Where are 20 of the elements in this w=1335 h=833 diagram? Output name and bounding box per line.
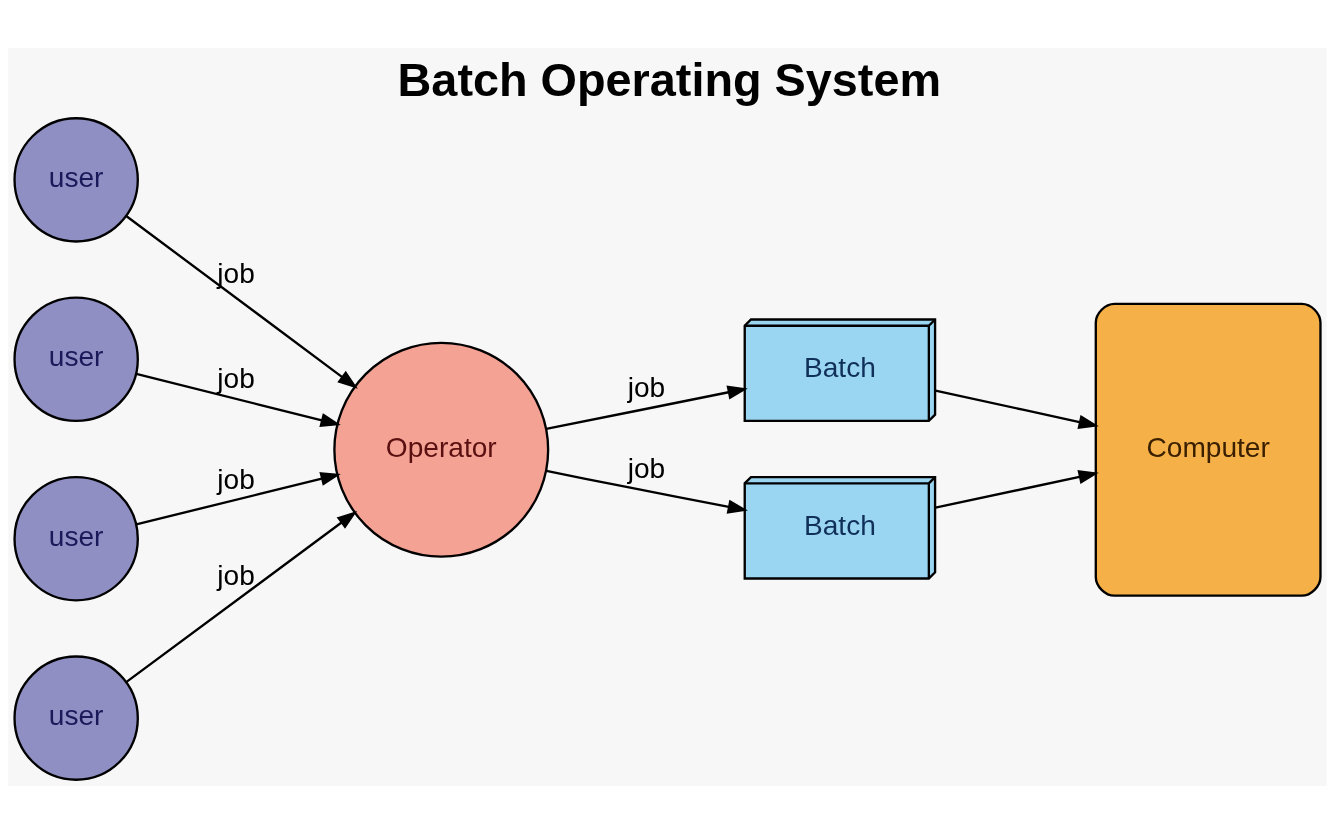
- arrow: [935, 389, 1099, 429]
- node-circle: user: [13, 654, 139, 781]
- edge-label: job: [627, 371, 666, 403]
- arrow: [546, 469, 748, 514]
- arrow: [136, 471, 341, 525]
- edge-label: job: [217, 463, 255, 495]
- arrow: [125, 510, 358, 683]
- arrow: [935, 469, 1099, 509]
- node-circle: user: [13, 295, 139, 422]
- node-box: Computer: [1094, 302, 1322, 597]
- edge-label: job: [217, 257, 255, 289]
- edge-label: job: [627, 452, 666, 484]
- node-circle: user: [13, 475, 139, 601]
- arrow: [125, 214, 358, 389]
- node-circle: user: [13, 116, 139, 243]
- diagram-title: Batch Operating System: [397, 53, 942, 106]
- edge-label: job: [217, 362, 255, 394]
- arrow: [546, 384, 748, 430]
- edge-label: job: [217, 559, 255, 591]
- arrow: [136, 372, 341, 427]
